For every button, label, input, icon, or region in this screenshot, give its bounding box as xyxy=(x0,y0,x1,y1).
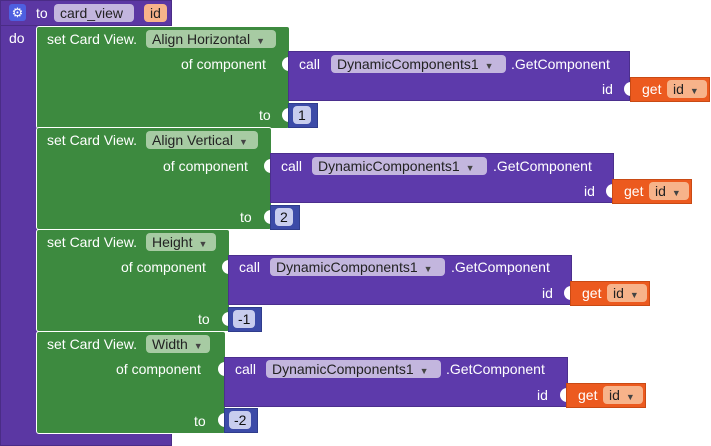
number-value[interactable]: 2 xyxy=(275,208,293,226)
id-arg-label: id xyxy=(542,285,553,301)
property-value: Height xyxy=(152,234,193,250)
property-value: Width xyxy=(152,336,188,352)
chevron-down-icon: ▼ xyxy=(671,188,681,198)
id-arg-label: id xyxy=(537,387,548,403)
chevron-down-icon: ▼ xyxy=(256,36,265,46)
get-var-dropdown[interactable]: id ▼ xyxy=(667,80,707,98)
socket-to xyxy=(222,312,230,326)
method-label: .GetComponent xyxy=(446,361,545,377)
get-var: id xyxy=(613,285,624,301)
property-dropdown[interactable]: Align Horizontal ▼ xyxy=(146,30,276,48)
number-value[interactable]: -1 xyxy=(233,310,256,328)
call-label: call xyxy=(235,361,257,377)
property-value: Align Horizontal xyxy=(152,31,251,47)
socket-id xyxy=(624,82,632,96)
setter-label: set Card View. xyxy=(47,234,138,250)
procedure-do-label: do xyxy=(9,30,25,46)
call-label: call xyxy=(299,56,321,72)
socket-to xyxy=(264,210,272,224)
chevron-down-icon: ▼ xyxy=(198,239,208,249)
socket-id xyxy=(560,388,568,402)
gear-icon[interactable]: ⚙ xyxy=(9,4,26,21)
component-name: DynamicComponents1 xyxy=(276,259,418,275)
socket-id xyxy=(564,286,572,300)
id-arg-label: id xyxy=(584,183,595,199)
property-value: Align Vertical xyxy=(152,132,233,148)
socket-of-component xyxy=(264,159,272,173)
socket-to xyxy=(282,108,290,122)
get-var-dropdown[interactable]: id ▼ xyxy=(607,284,647,302)
method-label: .GetComponent xyxy=(451,259,550,275)
procedure-to-label: to xyxy=(36,5,48,21)
to-label: to xyxy=(259,107,271,123)
property-dropdown[interactable]: Height ▼ xyxy=(146,233,216,251)
procedure-param-id[interactable]: id xyxy=(144,4,167,22)
socket-id xyxy=(606,184,614,198)
property-dropdown[interactable]: Align Vertical ▼ xyxy=(146,131,258,149)
chevron-down-icon: ▼ xyxy=(238,137,248,147)
to-label: to xyxy=(240,209,252,225)
get-var: id xyxy=(609,387,620,403)
get-var-dropdown[interactable]: id ▼ xyxy=(603,386,643,404)
of-component-label: of component xyxy=(121,259,206,275)
chevron-down-icon: ▼ xyxy=(423,264,433,274)
id-arg-label: id xyxy=(602,81,613,97)
setter-label: set Card View. xyxy=(47,31,138,47)
of-component-label: of component xyxy=(181,56,266,72)
number-value[interactable]: 1 xyxy=(293,106,311,124)
component-dropdown[interactable]: DynamicComponents1 ▼ xyxy=(266,360,441,378)
get-label: get xyxy=(624,183,644,199)
method-label: .GetComponent xyxy=(511,56,610,72)
call-label: call xyxy=(239,259,261,275)
get-label: get xyxy=(642,81,662,97)
component-name: DynamicComponents1 xyxy=(272,361,414,377)
socket-of-component xyxy=(218,362,226,376)
component-name: DynamicComponents1 xyxy=(337,56,479,72)
component-dropdown[interactable]: DynamicComponents1 ▼ xyxy=(270,258,445,276)
to-label: to xyxy=(194,413,206,429)
component-name: DynamicComponents1 xyxy=(318,158,460,174)
call-label: call xyxy=(281,158,303,174)
property-dropdown[interactable]: Width ▼ xyxy=(146,335,210,353)
of-component-label: of component xyxy=(163,158,248,174)
chevron-down-icon: ▼ xyxy=(419,366,429,376)
procedure-name-field[interactable]: card_view xyxy=(54,4,134,22)
get-var: id xyxy=(655,183,666,199)
method-label: .GetComponent xyxy=(493,158,592,174)
get-label: get xyxy=(578,387,598,403)
chevron-down-icon: ▼ xyxy=(629,290,639,300)
socket-of-component xyxy=(282,57,290,71)
chevron-down-icon: ▼ xyxy=(689,86,699,96)
setter-label: set Card View. xyxy=(47,336,138,352)
of-component-label: of component xyxy=(116,361,201,377)
to-label: to xyxy=(198,311,210,327)
setter-label: set Card View. xyxy=(47,132,138,148)
number-value[interactable]: -2 xyxy=(229,411,252,429)
chevron-down-icon: ▼ xyxy=(484,61,494,71)
socket-of-component xyxy=(222,260,230,274)
get-var: id xyxy=(673,81,684,97)
component-dropdown[interactable]: DynamicComponents1 ▼ xyxy=(331,55,506,73)
get-var-dropdown[interactable]: id ▼ xyxy=(649,182,689,200)
component-dropdown[interactable]: DynamicComponents1 ▼ xyxy=(312,157,487,175)
socket-to xyxy=(218,413,226,427)
get-label: get xyxy=(582,285,602,301)
chevron-down-icon: ▼ xyxy=(465,163,475,173)
chevron-down-icon: ▼ xyxy=(193,341,203,351)
chevron-down-icon: ▼ xyxy=(625,392,635,402)
